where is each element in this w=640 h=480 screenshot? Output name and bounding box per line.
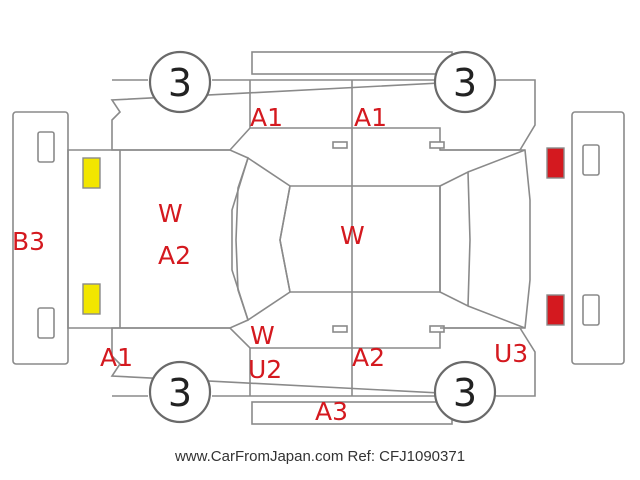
front-lamp-right [82,283,101,315]
label-bottom-pillar-w: W [250,321,275,350]
label-hood-a2: A2 [158,241,191,270]
top-sill [251,51,453,75]
label-top-front-door: A1 [250,103,283,132]
rear-lamp-right [546,294,565,326]
rear-lamp-left [546,147,565,179]
label-bottom-rear-quarter: U3 [494,339,528,368]
wheel-rear-left-grade: 3 [453,61,477,105]
label-bottom-sill: A3 [315,397,348,426]
label-front-bumper: B3 [12,227,45,256]
label-top-rear-door: A1 [354,103,387,132]
bottom-sill [251,401,453,425]
roof-panel [279,185,441,293]
hood-panel [67,149,249,329]
label-bottom-front-door: U2 [248,355,282,384]
label-bottom-rear-door: A2 [352,343,385,372]
front-lamp-left [82,157,101,189]
wheel-front-left-grade: 3 [168,61,192,105]
wheel-front-left [148,50,212,114]
windshield [235,156,291,322]
wheel-rear-left [433,50,497,114]
trunk-panel [440,149,531,329]
wheel-front-right [148,360,212,424]
rear-window [439,170,471,308]
wheel-front-right-grade: 3 [168,371,192,415]
label-roof-w: W [340,221,365,250]
footer-reference: www.CarFromJapan.com Ref: CFJ1090371 [174,448,466,465]
label-hood-w: W [158,199,183,228]
label-bottom-front-fender: A1 [100,343,133,372]
wheel-rear-right [433,360,497,424]
wheel-rear-right-grade: 3 [453,371,477,415]
